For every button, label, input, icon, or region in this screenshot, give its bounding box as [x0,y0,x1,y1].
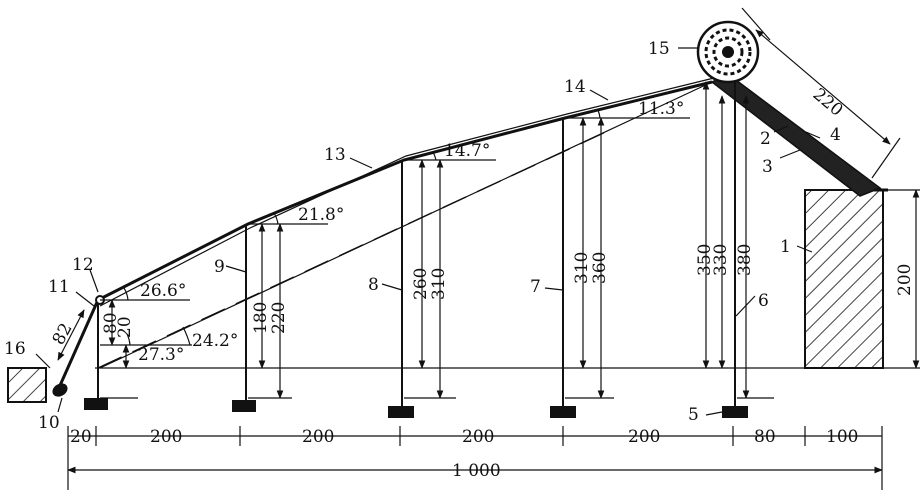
arc-26 [123,287,129,301]
angle-27-3: 27.3° [138,345,184,365]
leader-10 [57,397,63,413]
span-label-100: 100 [826,427,858,447]
leader-1 [796,245,813,253]
north-wall [804,189,884,369]
leader-5 [705,411,723,416]
insulation-roll-ring-inner [712,36,744,68]
dim-label-80: 80 [101,312,121,334]
leader-8 [381,283,403,291]
dim-label-20: 20 [115,316,135,338]
leader-4 [805,131,821,139]
hinge-10 [52,383,68,397]
dim-label-310b: 310 [572,252,592,284]
part-5: 5 [688,405,699,425]
leader-2 [773,125,789,133]
angle-14-7: 14.7° [444,141,490,161]
insulation-roll-core [722,46,734,58]
part-7: 7 [530,277,541,297]
angle-11-3: 11.3° [638,99,684,119]
part-1: 1 [780,237,791,257]
leader-9 [225,265,247,273]
leader-3 [779,149,801,159]
dim-label-82: 82 [49,320,77,348]
dim-label-350: 350 [695,244,715,276]
footing-3 [388,406,414,418]
back-roof-texture [719,93,856,197]
span-label-20: 20 [70,427,92,447]
arc-24 [182,326,191,346]
insulation-roll-ring [704,28,752,76]
leader-6 [735,295,756,317]
arc-27 [126,333,131,346]
part-16: 16 [4,339,26,359]
arc-11 [597,109,601,119]
part-11: 11 [48,277,70,297]
dim-label-220: 220 [269,302,289,334]
part-2: 2 [760,129,771,149]
total-span-label: 1 000 [452,461,501,481]
dim-label-310a: 310 [429,268,449,300]
dim-label-260: 260 [411,268,431,300]
tick-slant-bottom [871,137,901,179]
angle-21-8: 21.8° [298,205,344,225]
part-15: 15 [648,39,670,59]
footing-1 [84,398,108,410]
span-label-200c: 200 [462,427,494,447]
dim-label-380: 380 [735,244,755,276]
part-6: 6 [758,291,769,311]
angle-26-6: 26.6° [140,281,186,301]
arc-21 [273,212,279,225]
dim-label-330: 330 [711,244,731,276]
dim-label-180: 180 [251,302,271,334]
box-16 [7,367,47,403]
leader-11 [75,291,95,307]
part-14: 14 [564,77,586,97]
back-roof [710,73,882,197]
part-9: 9 [214,257,225,277]
angle-24-2: 24.2° [192,331,238,351]
span-label-80: 80 [754,427,776,447]
footing-4 [550,406,576,418]
part-10: 10 [38,413,60,433]
dim-label-220-slant: 220 [809,85,847,121]
dim-82 [57,309,85,361]
front-roof-film [99,77,715,307]
leader-12 [89,269,99,293]
slope-line [99,81,713,369]
footing-2 [232,400,256,412]
leader-16 [35,353,51,369]
span-label-200d: 200 [628,427,660,447]
dim-220-slant [755,29,891,145]
front-roof [97,80,713,302]
tick-slant-top [741,7,771,41]
part-4: 4 [830,125,841,145]
dim-label-200-wall: 200 [895,264,915,296]
part-12: 12 [72,255,94,275]
leader-7 [544,287,564,291]
part-13: 13 [324,145,346,165]
span-label-200a: 200 [150,427,182,447]
part-8: 8 [368,275,379,295]
part-3: 3 [762,157,773,177]
arc-14 [432,151,437,161]
dim-label-360: 360 [590,252,610,284]
leader-13 [349,157,373,169]
leader-14 [589,89,609,101]
span-label-200b: 200 [302,427,334,447]
footing-5 [722,406,748,418]
